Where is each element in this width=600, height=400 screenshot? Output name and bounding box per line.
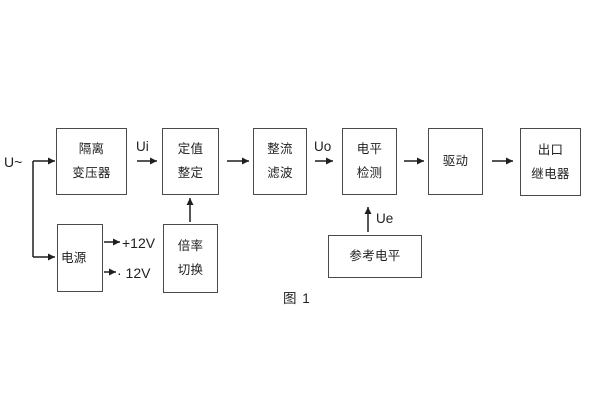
block-level-detection: 电平 检测	[342, 128, 397, 195]
block-isolation-transformer: 隔离 变压器	[56, 128, 127, 195]
block-label: 隔离	[78, 142, 105, 156]
block-label: 倍率	[177, 239, 204, 253]
block-label: 出口	[537, 142, 564, 157]
block-drive: 驱动	[428, 128, 483, 195]
block-value-setting: 定值 整定	[162, 128, 219, 195]
input-signal-label: U~	[4, 154, 23, 170]
block-label: 电源	[61, 250, 87, 265]
block-label: 参考电平	[349, 249, 401, 263]
block-power-supply: 电源	[57, 224, 103, 292]
block-label: 电平	[356, 142, 383, 156]
block-label: 检测	[356, 166, 383, 180]
block-label: 变压器	[72, 166, 111, 180]
ue-signal-label: Ue	[376, 211, 394, 226]
block-label: 继电器	[531, 166, 570, 181]
block-label: 滤波	[267, 166, 293, 180]
block-ratio-switch: 倍率 切换	[163, 224, 218, 293]
block-label: 整定	[177, 166, 204, 180]
uo-signal-label: Uo	[314, 139, 332, 154]
block-label: 整流	[267, 142, 293, 156]
figure-caption: 图 1	[283, 291, 311, 306]
block-label: 定值	[177, 142, 204, 156]
block-rectifier-filter: 整流 滤波	[253, 128, 307, 195]
block-label: 切换	[177, 263, 204, 277]
block-reference-level: 参考电平	[328, 235, 422, 278]
plus12v-label: +12V	[122, 235, 156, 251]
ui-signal-label: Ui	[136, 139, 149, 154]
minus12v-label: · 12V	[117, 265, 151, 281]
block-output-relay: 出口 继电器	[520, 128, 581, 196]
block-label: 驱动	[442, 154, 469, 168]
